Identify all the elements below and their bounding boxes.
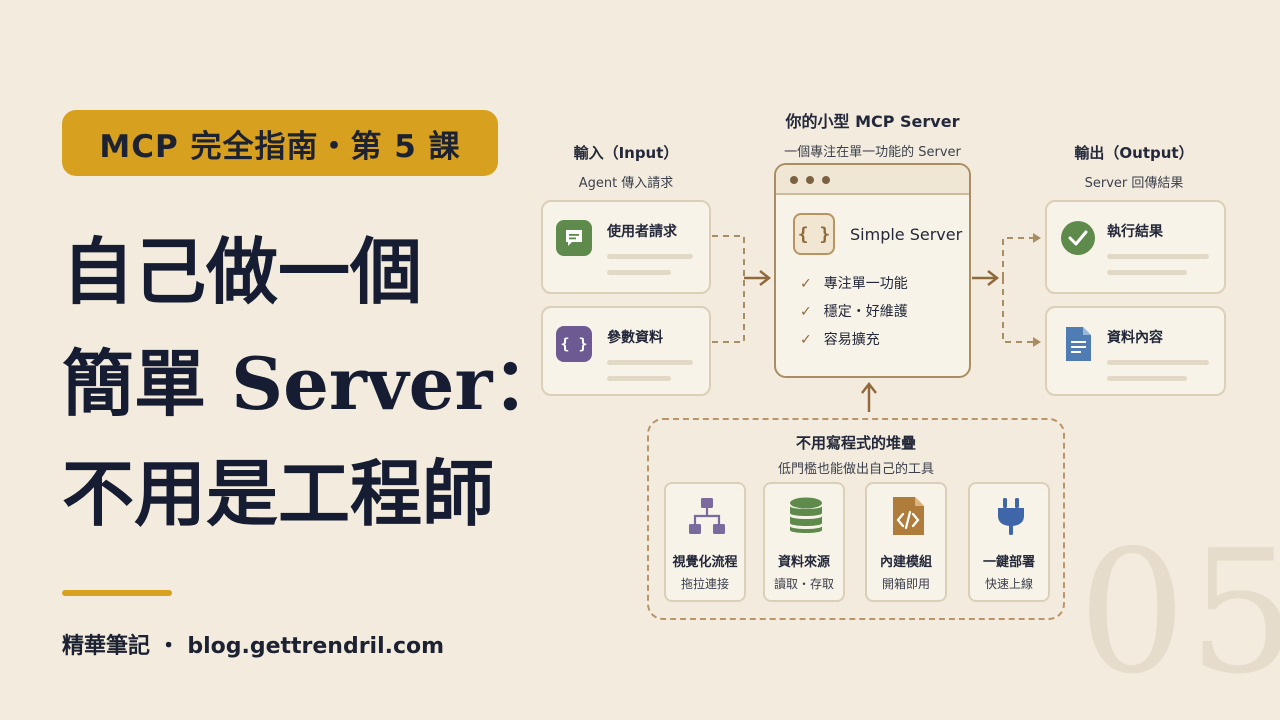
chat-icon <box>556 220 592 256</box>
stack-tile-sub: 快速上線 <box>984 577 1033 591</box>
output-card-result: 執行結果 <box>1045 200 1226 294</box>
accent-divider <box>62 590 172 596</box>
server-subheading: 一個專注在單一功能的 Server <box>784 145 961 160</box>
output-header: 輸出（Output） Server 回傳結果 <box>1064 142 1204 191</box>
stack-tile-label: 一鍵部署 <box>982 555 1035 570</box>
output-subheading: Server 回傳結果 <box>1084 176 1184 191</box>
input-connector-bottom <box>712 278 745 343</box>
server-heading: 你的小型 MCP Server <box>785 112 960 131</box>
server-window-titlebar <box>776 165 969 195</box>
input-header: 輸入（Input） Agent 傳入請求 <box>556 142 696 191</box>
footer-credit: 精華筆記 ・ blog.gettrendril.com <box>62 634 445 659</box>
flowchart-icon <box>689 498 725 534</box>
placeholder-line <box>607 376 671 381</box>
input-card-label: 使用者請求 <box>607 224 677 240</box>
plug-icon <box>998 498 1024 535</box>
server-name: Simple Server <box>850 225 963 244</box>
placeholder-line <box>1107 360 1209 365</box>
check-icon: ✓ <box>800 276 812 292</box>
server-header: 你的小型 MCP Server 一個專注在單一功能的 Server <box>769 108 976 160</box>
input-heading: 輸入（Input） <box>573 144 679 162</box>
input-card-request: 使用者請求 <box>541 200 711 294</box>
stack-tile-visual-flow: 視覺化流程 拖拉連接 <box>664 482 746 602</box>
input-card-params: { } 參數資料 <box>541 306 711 396</box>
stack-tile-sub: 讀取・存取 <box>773 577 834 591</box>
output-connector-top <box>1002 237 1034 278</box>
stack-tile-sub: 開箱即用 <box>881 577 930 591</box>
page-title-line-2: 簡單 Server： <box>62 341 565 426</box>
stack-tile-one-click-deploy: 一鍵部署 快速上線 <box>968 482 1050 602</box>
server-feature: ✓ 容易擴充 <box>800 329 880 349</box>
placeholder-line <box>1107 270 1187 275</box>
output-heading: 輸出（Output） <box>1074 144 1194 162</box>
stack-tile-label: 視覺化流程 <box>672 555 738 570</box>
page-title-line-1: 自己做一個 <box>62 229 423 314</box>
document-icon <box>1060 326 1096 362</box>
code-file-icon <box>893 497 924 535</box>
server-feature: ✓ 穩定・好維護 <box>800 301 908 321</box>
arrow-stack-to-server-head <box>861 381 877 394</box>
stack-tile-label: 內建模組 <box>879 555 932 570</box>
arrow-into-server-head <box>759 270 772 286</box>
window-dot <box>790 176 798 184</box>
window-dot <box>822 176 830 184</box>
placeholder-line <box>607 360 693 365</box>
output-card-label: 執行結果 <box>1107 224 1163 240</box>
lesson-badge: MCP 完全指南・第 5 課 <box>62 110 498 176</box>
input-subheading: Agent 傳入請求 <box>578 176 674 191</box>
stack-tile-builtin-modules: 內建模組 開箱即用 <box>865 482 947 602</box>
background-number: 05 <box>1078 514 1280 712</box>
output-connector-bottom <box>1002 278 1034 343</box>
server-feature: ✓ 專注單一功能 <box>800 273 908 293</box>
stack-subheading: 低門檻也能做出自己的工具 <box>777 462 934 477</box>
arrow-out-of-server-head <box>987 270 1000 286</box>
placeholder-line <box>1107 254 1209 259</box>
output-card-label: 資料內容 <box>1107 330 1163 346</box>
stack-tile-label: 資料來源 <box>777 555 830 570</box>
window-dot <box>806 176 814 184</box>
stack-tile-data-source: 資料來源 讀取・存取 <box>763 482 845 602</box>
check-icon: ✓ <box>800 332 812 348</box>
input-connector-top <box>712 235 745 278</box>
input-card-label: 參數資料 <box>607 330 663 346</box>
server-braces-icon: { } <box>793 213 835 255</box>
server-feature-label: 專注單一功能 <box>823 276 908 292</box>
placeholder-line <box>607 270 671 275</box>
check-icon: ✓ <box>800 304 812 320</box>
server-feature-label: 穩定・好維護 <box>823 304 908 320</box>
server-window: { } Simple Server ✓ 專注單一功能 ✓ 穩定・好維護 ✓ 容易擴充 <box>774 163 971 378</box>
database-icon <box>790 497 822 533</box>
server-feature-label: 容易擴充 <box>823 332 880 348</box>
page-title-line-3: 不用是工程師 <box>62 451 495 536</box>
stack-heading: 不用寫程式的堆疊 <box>795 434 916 452</box>
output-top-arrowhead <box>1033 233 1041 243</box>
braces-icon: { } <box>556 326 592 362</box>
stack-tile-sub: 拖拉連接 <box>680 577 729 591</box>
output-bottom-arrowhead <box>1033 337 1041 347</box>
output-card-data: 資料內容 <box>1045 306 1226 396</box>
placeholder-line <box>607 254 693 259</box>
no-code-stack-panel: 不用寫程式的堆疊 低門檻也能做出自己的工具 視覺化流程 拖拉連接 資料來源 讀取… <box>647 418 1065 620</box>
check-circle-icon <box>1060 220 1096 256</box>
placeholder-line <box>1107 376 1187 381</box>
